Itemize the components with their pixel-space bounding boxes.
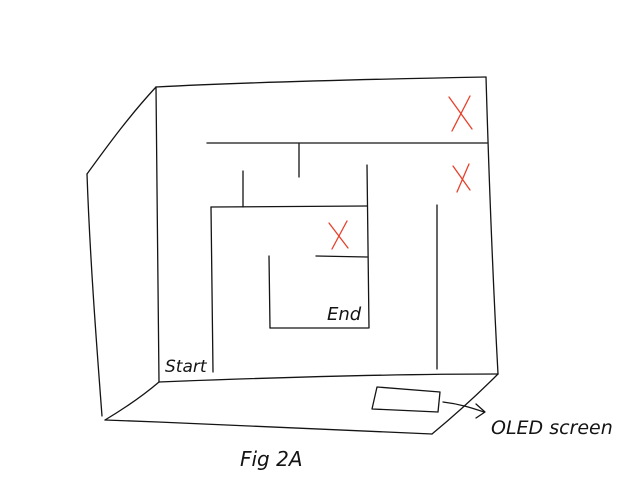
front-left-edge (86, 173, 103, 417)
oled-screen (371, 386, 486, 419)
oled-rectangle (371, 386, 441, 413)
wall-mid-horizontal (210, 205, 368, 208)
front-floor-line (104, 419, 433, 435)
oled-label: OLED screen (491, 417, 613, 439)
oled-arrow-line (442, 401, 485, 413)
enclosure (86, 76, 499, 435)
wall-left-vertical (210, 206, 214, 373)
wall-inner-left (268, 255, 271, 329)
back-left-edge (155, 86, 160, 383)
x-mark-center (328, 220, 349, 250)
floor-right-slant (431, 373, 499, 435)
floor-left-slant (104, 381, 160, 421)
x-marks (328, 95, 473, 250)
wall-center-right-vertical (366, 164, 370, 329)
x-mark-top (448, 95, 473, 132)
oled-arrow-head (475, 403, 486, 419)
wall-inner-shelf (315, 255, 368, 258)
start-label: Start (165, 357, 208, 377)
right-edge (485, 76, 499, 375)
left-slant-top (86, 86, 157, 175)
end-label: End (327, 304, 362, 325)
inner-floor-line (158, 373, 499, 383)
x-mark-right (452, 163, 471, 193)
figure-caption: Fig 2A (240, 447, 303, 471)
maze-walls (206, 142, 488, 373)
top-edge (155, 76, 487, 88)
